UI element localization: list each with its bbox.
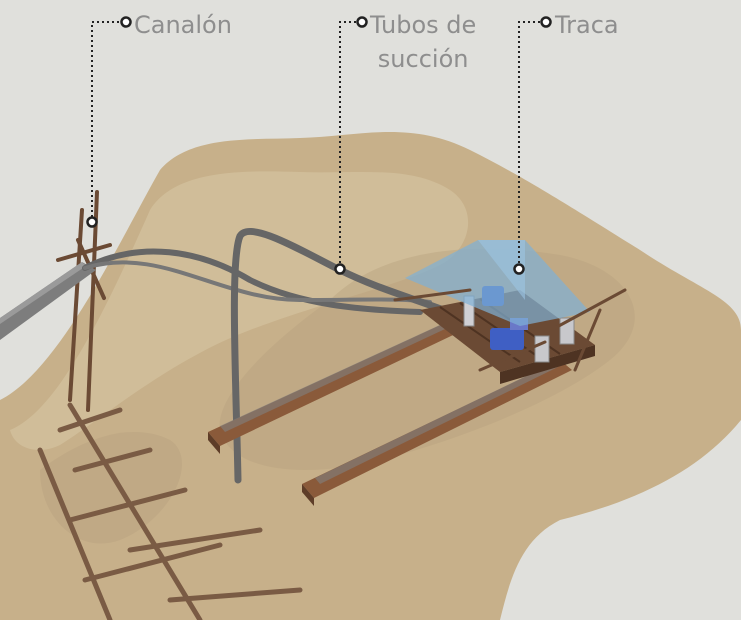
callout-leaders [91, 21, 541, 268]
tubos-marker [334, 263, 346, 275]
tubos-marker-top [356, 16, 368, 28]
traca-sticks [393, 288, 627, 372]
canal-supports [56, 190, 112, 412]
wooden-ladder [37, 402, 303, 620]
tubos-de-succion-label: Tubos de succión [370, 8, 476, 76]
canalon-marker [86, 216, 98, 228]
tubos-label-line-1: Tubos de [370, 11, 477, 39]
traca-marker-top [540, 16, 552, 28]
callout-markers [86, 16, 552, 275]
sand-terrain [0, 131, 741, 620]
canalon-chute [0, 262, 96, 340]
tubos-label-line-2: succión [377, 45, 469, 73]
traca-canopy [405, 240, 590, 326]
wooden-rails [208, 316, 572, 506]
suction-pipes [82, 228, 474, 484]
traca-label: Traca [555, 11, 619, 39]
canalon-marker-top [120, 16, 132, 28]
traca-marker [513, 263, 525, 275]
canalon-label: Canalón [134, 11, 232, 39]
